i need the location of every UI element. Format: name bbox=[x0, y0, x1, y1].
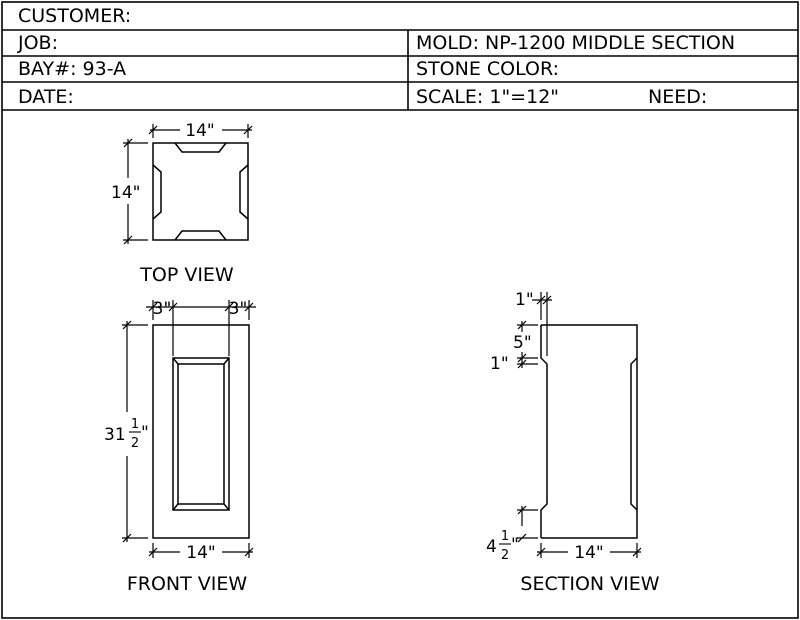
top-view-label: TOP VIEW bbox=[139, 264, 234, 286]
section-view-outline bbox=[540, 324, 638, 539]
section-view-dimensions bbox=[517, 292, 642, 558]
section-bottom-denominator: 2 bbox=[501, 548, 509, 563]
front-view-dimensions bbox=[122, 300, 256, 558]
need-label: NEED: bbox=[648, 86, 707, 108]
section-bottom-whole: 4 bbox=[486, 537, 497, 557]
date-label: DATE: bbox=[18, 86, 74, 108]
mold-label: MOLD: NP-1200 MIDDLE SECTION bbox=[416, 32, 735, 54]
section-view-label: SECTION VIEW bbox=[520, 573, 659, 595]
top-view-outline bbox=[152, 142, 249, 241]
top-height-dim: 14" bbox=[111, 183, 140, 203]
section-1-dim: 1" bbox=[490, 354, 509, 374]
front-width-dim: 14" bbox=[186, 543, 215, 563]
customer-label: CUSTOMER: bbox=[18, 5, 131, 27]
stone-color-label: STONE COLOR: bbox=[416, 58, 559, 80]
bay-label: BAY#: 93-A bbox=[18, 58, 126, 80]
front-view-label: FRONT VIEW bbox=[127, 573, 248, 595]
front-height-whole: 31 bbox=[104, 425, 126, 445]
front-height-inch: " bbox=[141, 423, 149, 443]
front-view-outline bbox=[152, 324, 250, 539]
section-top-dim: 1" bbox=[515, 290, 534, 310]
front-height-numerator: 1 bbox=[131, 417, 139, 432]
section-width-dim: 14" bbox=[574, 543, 603, 563]
section-bottom-inch: " bbox=[511, 535, 519, 555]
top-view-dimensions bbox=[123, 124, 253, 245]
scale-label: SCALE: 1"=12" bbox=[416, 86, 559, 108]
section-bottom-numerator: 1 bbox=[501, 529, 509, 544]
front-height-denominator: 2 bbox=[131, 436, 139, 451]
top-width-dim: 14" bbox=[185, 121, 214, 141]
section-5-dim: 5" bbox=[513, 333, 532, 353]
job-label: JOB: bbox=[17, 32, 58, 54]
front-right-margin-dim: 3" bbox=[229, 299, 248, 319]
front-left-margin-dim: 3" bbox=[153, 299, 172, 319]
